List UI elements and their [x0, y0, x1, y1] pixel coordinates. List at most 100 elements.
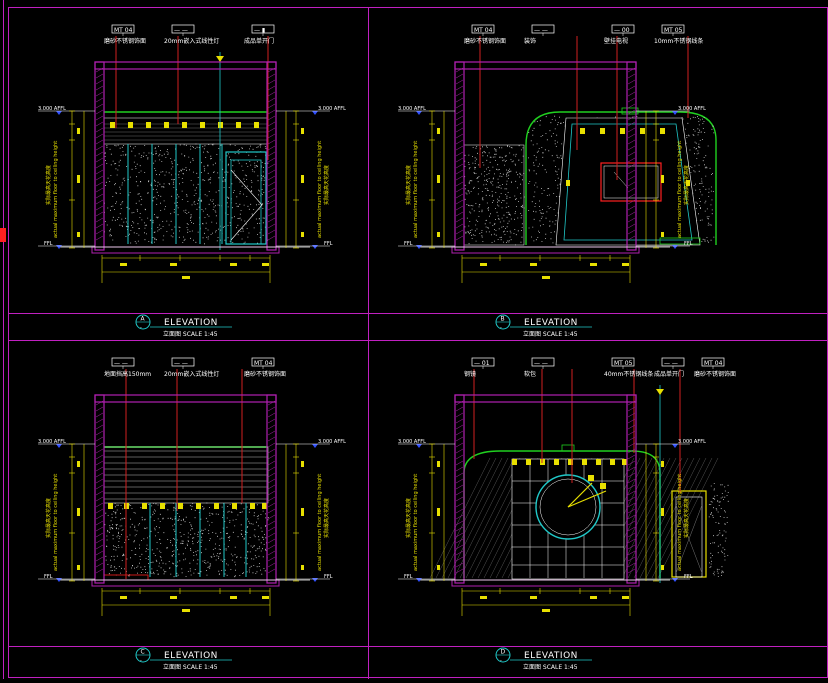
margin-mark [0, 228, 6, 242]
tag-callout: 磨砂不锈钢饰面 [244, 370, 286, 378]
wall-hatch [95, 502, 104, 508]
wall-hatch [267, 532, 276, 538]
wall-hatch [455, 235, 464, 241]
wall-hatch [455, 460, 464, 466]
wall-hatch [455, 187, 464, 193]
wall-hatch [95, 538, 104, 544]
wall-hatch [267, 412, 276, 418]
wall-hatch [627, 163, 636, 169]
wall-hatch [627, 442, 636, 448]
wall-hatch [627, 115, 636, 121]
dim-value-mark [437, 508, 440, 516]
wall-hatch [627, 436, 636, 442]
wall-hatch [95, 436, 104, 442]
light-fitting [588, 475, 594, 481]
dim-value-mark [230, 596, 237, 599]
wall-hatch [95, 544, 104, 550]
level-bottom-left: FFL [404, 241, 413, 247]
dim-value-mark [661, 175, 664, 183]
material-tag: — —成品单开门 [654, 357, 685, 378]
wall-hatch [627, 139, 636, 145]
wall-hatch [627, 91, 636, 97]
hatch-fill [708, 483, 729, 577]
wall-hatch [455, 442, 464, 448]
tag-code: — — [114, 360, 128, 367]
niche-inner [563, 123, 693, 241]
wall-hatch [95, 91, 104, 97]
wall-hatch [95, 448, 104, 454]
wall-hatch [95, 187, 104, 193]
wall-hatch [95, 418, 104, 424]
elevation-subtitle: 立面图 SCALE 1:45 [163, 663, 218, 671]
dim-value-mark [77, 461, 80, 467]
wall-hatch [95, 532, 104, 538]
wall-hatch [627, 67, 636, 73]
wall-hatch [267, 400, 276, 406]
wall-hatch [267, 514, 276, 520]
tag-callout: 成品单开门 [654, 370, 684, 378]
wall-hatch [455, 97, 464, 103]
dim-value-mark [661, 128, 664, 134]
tv-glare [613, 171, 629, 189]
ceiling-slab [94, 394, 277, 403]
dim-value-mark [77, 508, 80, 516]
wall-hatch [627, 418, 636, 424]
dim-value-mark [437, 461, 440, 467]
wall-hatch [627, 217, 636, 223]
ceiling-slab [454, 394, 637, 403]
wall-hatch [455, 79, 464, 85]
wall-hatch [267, 157, 276, 163]
wall-hatch [455, 145, 464, 151]
floor-plinth [659, 237, 701, 245]
elevation-sheet-ref: - [500, 658, 502, 664]
wall-hatch [267, 484, 276, 490]
tag-callout: 软包 [524, 370, 536, 378]
wall-hatch [455, 205, 464, 211]
wall-hatch [627, 502, 636, 508]
right-wall [626, 394, 637, 584]
light-fitting [566, 180, 570, 186]
dim-value-mark [661, 565, 664, 570]
wall-hatch [95, 514, 104, 520]
dim-value-mark [182, 609, 190, 612]
wall-hatch [267, 430, 276, 436]
dimension-chains [69, 443, 304, 616]
wall-hatch [267, 442, 276, 448]
side-note-left-cn: 实际最高天花高度 [405, 165, 412, 205]
elevation-title: ELEVATION [524, 318, 578, 328]
wall-hatch [627, 157, 636, 163]
light-fitting [236, 122, 241, 128]
wall-hatch [455, 223, 464, 229]
light-fitting [686, 180, 690, 186]
side-note-right-cn: 实际最高天花高度 [683, 498, 690, 538]
wall-hatch [627, 568, 636, 574]
side-note-left: actual maximum floor to ceiling height [53, 474, 59, 571]
dim-value-mark [622, 263, 629, 266]
dim-value-mark [661, 232, 664, 237]
level-triangle [416, 444, 422, 448]
side-note-left: actual maximum floor to ceiling height [413, 141, 419, 238]
wall-hatch [95, 163, 104, 169]
wall-hatch [455, 103, 464, 109]
wall-hatch [267, 223, 276, 229]
wall-hatch [455, 430, 464, 436]
wall-hatch [95, 121, 104, 127]
tag-code: MT 05 [614, 360, 633, 367]
dim-value-mark [120, 263, 127, 266]
elevation-letter: A [141, 316, 146, 323]
level-top-right: 3.000 AFFL [678, 439, 706, 445]
wall-hatch [455, 484, 464, 490]
light-fitting [200, 122, 205, 128]
material-tag: — ▮成品单开门 [244, 24, 275, 45]
wall-hatch [95, 115, 104, 121]
light-fitting [218, 122, 223, 128]
level-bottom-left: FFL [404, 574, 413, 580]
right-wall [266, 61, 277, 251]
wall-hatch [95, 103, 104, 109]
wall-hatch [95, 484, 104, 490]
wall-hatch [267, 526, 276, 532]
